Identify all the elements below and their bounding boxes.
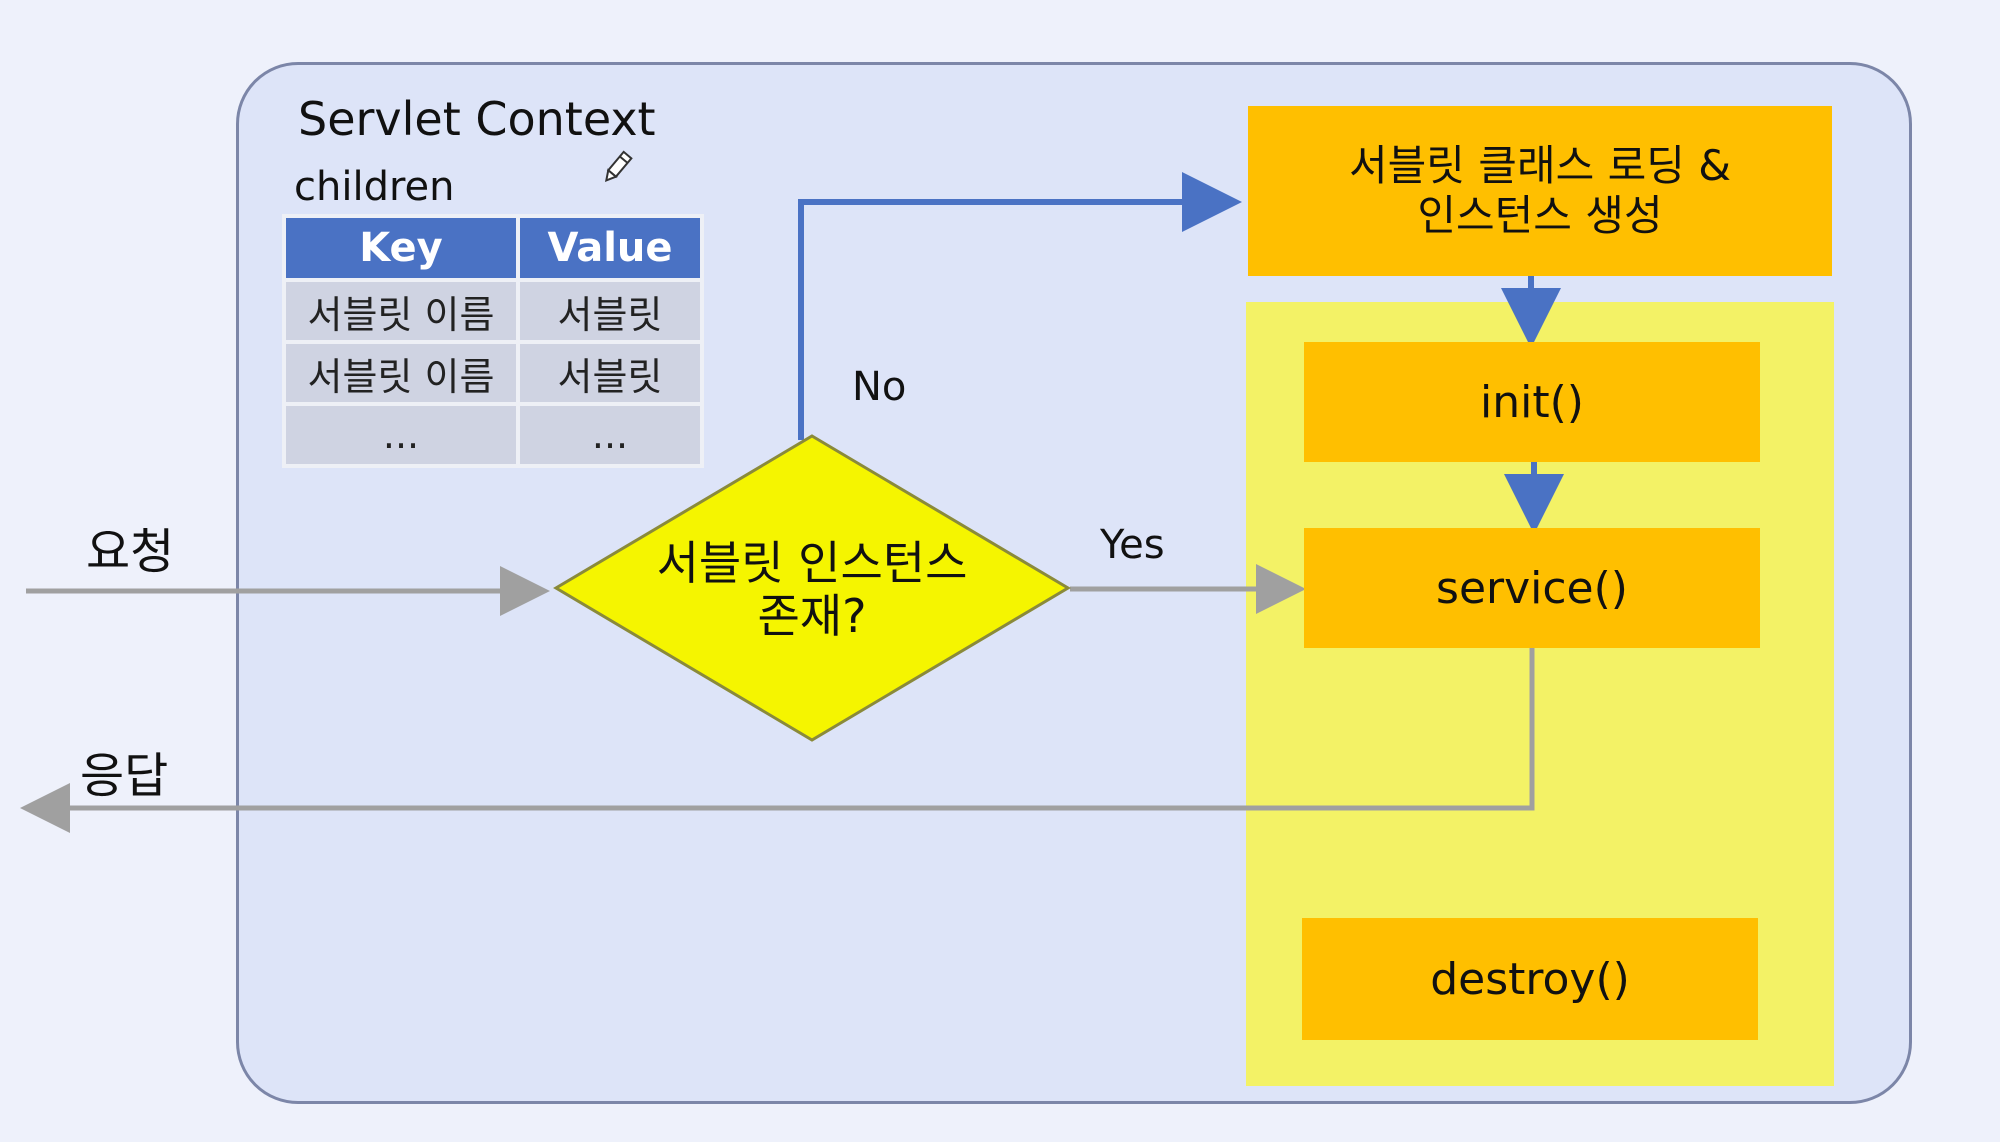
- class-loading-box: 서블릿 클래스 로딩 & 인스턴스 생성: [1248, 106, 1832, 276]
- table-cell-value: ...: [520, 406, 700, 464]
- table-header-row: Key Value: [286, 218, 700, 278]
- response-label: 응답: [80, 748, 169, 804]
- table-cell-key: 서블릿 이름: [286, 282, 516, 340]
- key-column-header: Key: [286, 218, 516, 278]
- children-label: children: [294, 164, 455, 210]
- decision-label-line1: 서블릿 인스턴스: [656, 536, 968, 591]
- table-cell-value: 서블릿: [520, 282, 700, 340]
- value-column-header: Value: [520, 218, 700, 278]
- children-table: Key Value 서블릿 이름 서블릿 서블릿 이름 서블릿 ... ...: [282, 214, 704, 468]
- yes-edge-label: Yes: [1100, 522, 1165, 568]
- table-cell-key: ...: [286, 406, 516, 464]
- pencil-cursor-icon: [598, 148, 638, 188]
- servlet-context-title: Servlet Context: [298, 92, 656, 146]
- table-cell-value: 서블릿: [520, 344, 700, 402]
- class-loading-line1: 서블릿 클래스 로딩 &: [1349, 140, 1731, 190]
- init-box: init(): [1304, 342, 1760, 462]
- request-label: 요청: [86, 524, 175, 580]
- table-row: 서블릿 이름 서블릿: [286, 282, 700, 340]
- no-arrow: [798, 172, 1242, 440]
- no-edge-label: No: [852, 364, 907, 410]
- decision-label: 서블릿 인스턴스 존재?: [600, 530, 1024, 650]
- service-box: service(): [1304, 528, 1760, 648]
- class-loading-line2: 인스턴스 생성: [1417, 191, 1663, 240]
- response-arrow: [20, 648, 1535, 833]
- decision-diamond: [553, 434, 1071, 742]
- table-row: ... ...: [286, 406, 700, 464]
- decision-label-line2: 존재?: [757, 589, 867, 643]
- table-row: 서블릿 이름 서블릿: [286, 344, 700, 402]
- table-cell-key: 서블릿 이름: [286, 344, 516, 402]
- destroy-box: destroy(): [1302, 918, 1758, 1040]
